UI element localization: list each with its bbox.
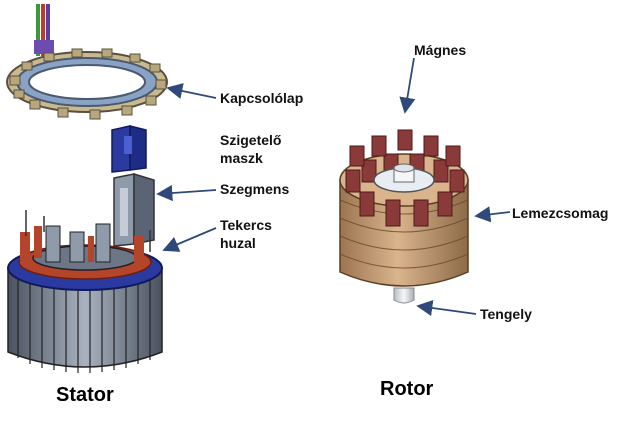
callout-arrows [156, 57, 511, 316]
stator-assembly [7, 210, 163, 373]
segment-part [113, 172, 155, 247]
terminal-ring [6, 4, 168, 120]
caption-stator: Stator [56, 384, 114, 406]
label-szegmens: Szegmens [220, 181, 290, 197]
insulation-mask [111, 125, 147, 173]
label-tekercs: Tekercs [220, 217, 272, 233]
label-maszk: maszk [220, 150, 263, 166]
label-magnes: Mágnes [414, 42, 467, 58]
label-lemezcsomag: Lemezcsomag [512, 205, 609, 221]
rotor-assembly [339, 129, 469, 304]
caption-rotor: Rotor [380, 378, 434, 400]
label-huzal: huzal [220, 235, 256, 251]
label-kapcsololap: Kapcsolólap [220, 90, 304, 106]
label-szigetelo: Szigetelő [220, 132, 282, 148]
label-tengely: Tengely [480, 306, 532, 322]
